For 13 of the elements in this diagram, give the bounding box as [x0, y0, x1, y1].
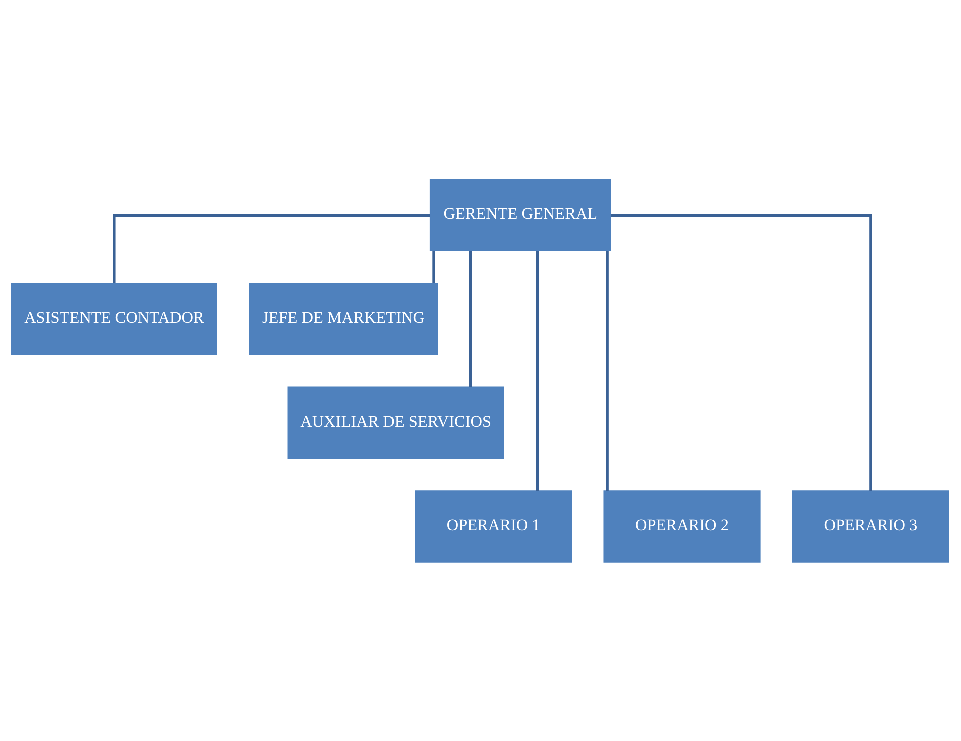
node-box: OPERARIO 2 [604, 490, 761, 562]
connector [113, 214, 430, 283]
node-box: GERENTE GENERAL [430, 178, 612, 251]
node-box: OPERARIO 3 [792, 490, 950, 562]
node-box: AUXILIAR DE SERVICIOS [288, 386, 504, 459]
connector [611, 214, 872, 491]
node-box: JEFE DE MARKETING [249, 282, 438, 355]
node-box: OPERARIO 1 [415, 490, 572, 562]
node-box: ASISTENTE CONTADOR [12, 282, 218, 355]
connector [536, 250, 540, 490]
connector [606, 250, 609, 490]
connector [469, 250, 472, 386]
connector [432, 250, 436, 283]
